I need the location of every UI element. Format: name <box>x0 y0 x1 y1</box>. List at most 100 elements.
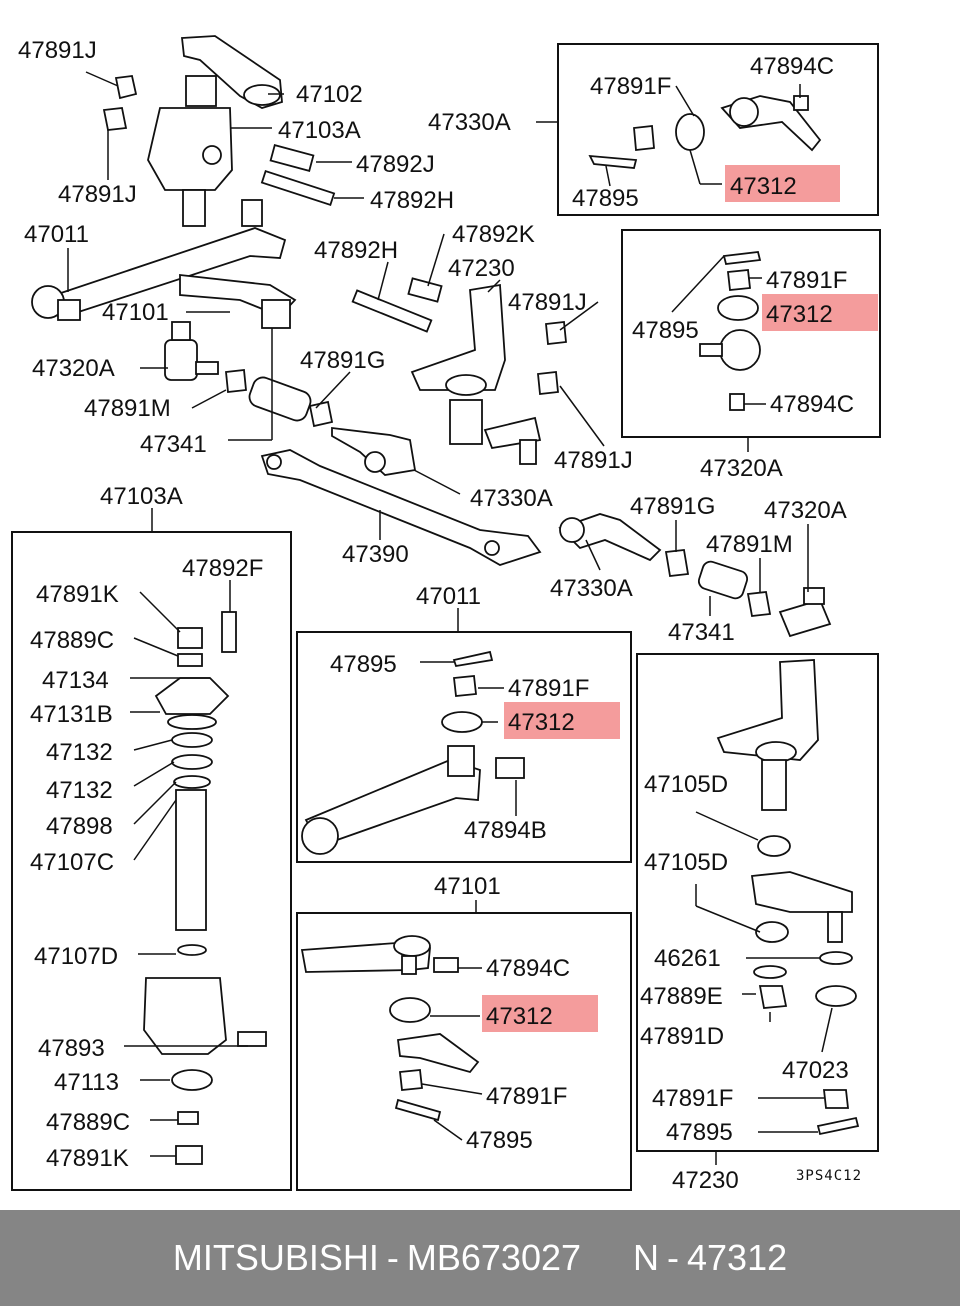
part-label: 47891J <box>508 289 587 316</box>
part-label: 47889E <box>640 983 723 1010</box>
part-label: 47895 <box>666 1119 733 1146</box>
part-label: 47105D <box>644 849 728 876</box>
detail-box-47230 <box>636 653 879 1152</box>
part-label: 47891G <box>630 493 715 520</box>
part-label: 47895 <box>330 651 397 678</box>
detail-box-47011 <box>296 631 632 863</box>
part-label: 47011 <box>416 583 481 610</box>
part-label: 47011 <box>24 221 89 248</box>
part-label: 47330A <box>428 109 511 136</box>
part-labels: 47891J 47102 47103A 47892J 47891J 47892H… <box>18 37 862 1194</box>
detail-box-47320a <box>621 229 881 438</box>
leader-lines <box>67 71 833 1165</box>
part-label: 47390 <box>342 541 409 568</box>
part-label: 47891F <box>652 1085 733 1112</box>
sleeve-47341-illustration <box>225 369 334 428</box>
part-label: 47891F <box>508 675 589 702</box>
steering-gear-illustration <box>102 35 283 227</box>
idler-arm-47101-illustration <box>179 273 297 329</box>
reference-number: 47312 <box>687 1237 788 1278</box>
part-label: 47894C <box>750 53 834 80</box>
part-label: 47892J <box>356 151 435 178</box>
part-label: 47113 <box>54 1069 119 1096</box>
part-label: 47892H <box>370 187 454 214</box>
detail-47011-illustration <box>301 650 525 855</box>
part-label: 47312 <box>508 709 575 736</box>
part-label: 47892H <box>314 237 398 264</box>
part-label: 47895 <box>572 185 639 212</box>
prefix: N <box>633 1237 660 1278</box>
highlight-47312 <box>725 165 840 202</box>
part-label: 47891K <box>46 1145 129 1172</box>
idler-bracket-47230-illustration <box>410 283 567 465</box>
part-label: 47891M <box>84 395 171 422</box>
part-label: 47891G <box>300 347 385 374</box>
part-label: 47107D <box>34 943 118 970</box>
center-link-47390-illustration <box>260 449 542 566</box>
part-label: 47107C <box>30 849 114 876</box>
part-label: 47891J <box>18 37 97 64</box>
part-label: 47891F <box>486 1083 567 1110</box>
highlight-47312 <box>504 702 620 739</box>
part-label: 46261 <box>654 945 721 972</box>
part-label: 47898 <box>46 813 113 840</box>
part-number: MB673027 <box>406 1237 582 1278</box>
part-label: 47891K <box>36 581 119 608</box>
part-label: 47102 <box>296 81 363 108</box>
part-label: 47320A <box>700 455 783 482</box>
part-label: 47312 <box>766 301 833 328</box>
part-label: 47023 <box>782 1057 849 1084</box>
part-label: 47889C <box>46 1109 130 1136</box>
part-label: 47891M <box>706 531 793 558</box>
part-label: 47101 <box>434 873 501 900</box>
part-label: 47105D <box>644 771 728 798</box>
part-label: 47132 <box>46 739 113 766</box>
part-label: 47103A <box>278 117 361 144</box>
footer-caption: MITSUBISHI - MB673027 N - 47312 <box>0 1210 960 1306</box>
part-label: 47894B <box>464 817 547 844</box>
brand-name: MITSUBISHI <box>172 1237 379 1278</box>
part-label: 47891F <box>590 73 671 100</box>
part-label: 47230 <box>448 255 515 282</box>
part-label: 47894C <box>486 955 570 982</box>
part-label: 47893 <box>38 1035 105 1062</box>
part-label: 47895 <box>632 317 699 344</box>
detail-47101-illustration <box>300 935 480 1122</box>
part-label: 47891D <box>640 1023 724 1050</box>
part-label: 47341 <box>668 619 735 646</box>
tie-rod-end-right-illustration <box>558 513 832 638</box>
part-label: 47892F <box>182 555 263 582</box>
part-label: 47891F <box>766 267 847 294</box>
tie-rod-end-47330a-illustration <box>331 426 417 476</box>
part-label: 47132 <box>46 777 113 804</box>
detail-box-47101 <box>296 912 632 1191</box>
detail-47103a-illustration <box>143 611 267 1165</box>
part-label: 47889C <box>30 627 114 654</box>
detail-box-47330a <box>557 43 879 216</box>
detail-47320a-illustration <box>699 251 762 411</box>
part-label: 47891J <box>58 181 137 208</box>
highlight-47312 <box>482 995 598 1032</box>
separator: - <box>667 1237 680 1278</box>
part-label: 47330A <box>470 485 553 512</box>
part-label: 47330A <box>550 575 633 602</box>
part-label: 47312 <box>730 173 797 200</box>
relay-rod-47011-illustration <box>31 199 287 321</box>
drawing-code: 3PS4C12 <box>796 1168 862 1184</box>
part-label: 47101 <box>102 299 169 326</box>
part-label: 47134 <box>42 667 109 694</box>
part-label: 47895 <box>466 1127 533 1154</box>
part-label: 47320A <box>32 355 115 382</box>
part-label: 47230 <box>672 1167 739 1194</box>
detail-47330a-illustration <box>588 95 822 169</box>
ball-joint-47320a-illustration <box>164 321 219 381</box>
part-label: 47891J <box>554 447 633 474</box>
part-label: 47320A <box>764 497 847 524</box>
bolts-illustration <box>260 143 443 333</box>
part-label: 47341 <box>140 431 207 458</box>
separator: - <box>386 1237 399 1278</box>
highlight-47312 <box>762 294 878 331</box>
parts-diagram: 47891J 47102 47103A 47892J 47891J 47892H… <box>11 35 881 1194</box>
part-label: 47131B <box>30 701 113 728</box>
